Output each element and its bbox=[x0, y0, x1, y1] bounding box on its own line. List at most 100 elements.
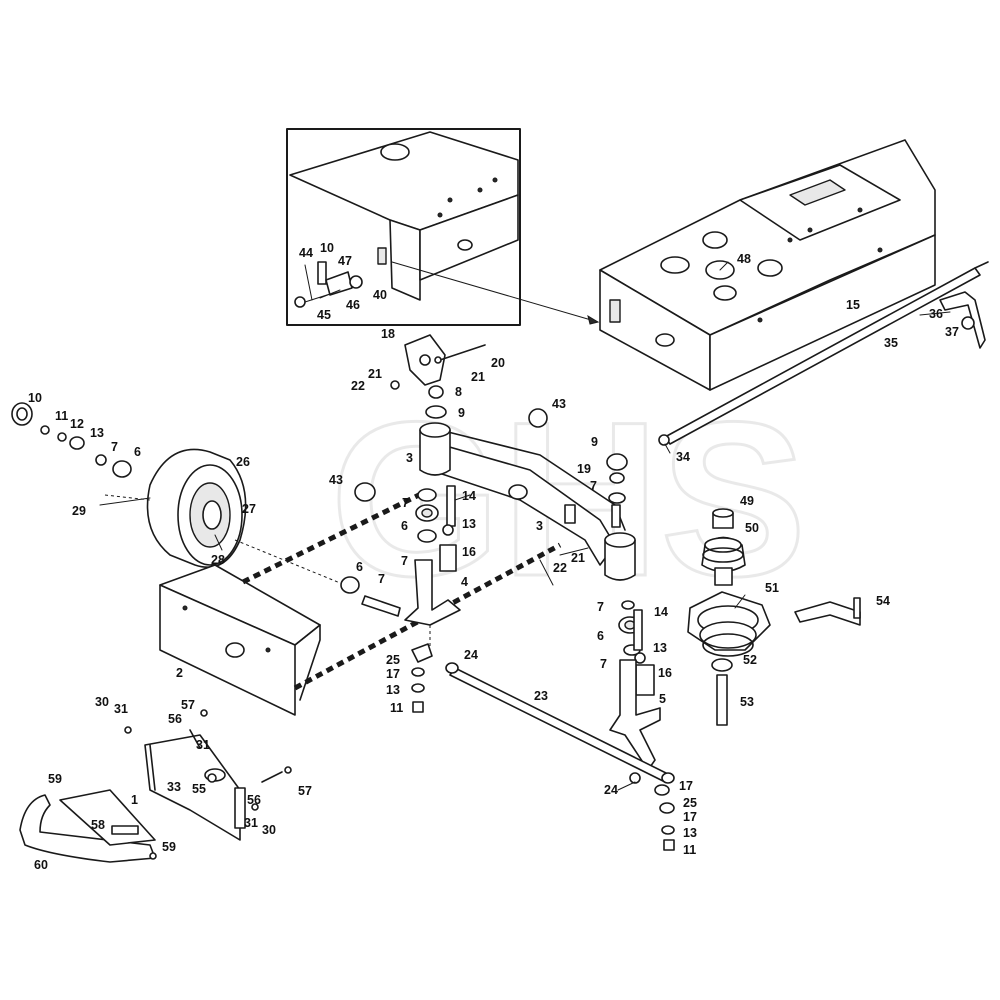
callout-30a: 30 bbox=[95, 695, 109, 709]
callout-25b: 25 bbox=[683, 796, 697, 810]
right-spindle-stack bbox=[606, 453, 675, 851]
bumper-60 bbox=[19, 789, 157, 863]
main-frame bbox=[599, 139, 936, 391]
callout-9a: 9 bbox=[458, 406, 465, 420]
guide-line-upper bbox=[241, 489, 427, 585]
callout-8: 8 bbox=[455, 385, 462, 399]
callout-60: 60 bbox=[34, 858, 48, 872]
callout-labels: 10 11 12 13 7 6 26 27 28 29 2 44 10 47 4… bbox=[28, 241, 959, 872]
callout-10a: 10 bbox=[28, 391, 42, 405]
callout-54: 54 bbox=[876, 594, 890, 608]
tie-rod-23 bbox=[445, 662, 675, 784]
callout-29: 29 bbox=[72, 504, 86, 518]
callout-43a: 43 bbox=[552, 397, 566, 411]
callout-17a: 17 bbox=[386, 667, 400, 681]
leader-lines bbox=[99, 261, 951, 791]
callout-7f: 7 bbox=[597, 600, 604, 614]
callout-57a: 57 bbox=[181, 698, 195, 712]
callout-6b: 6 bbox=[401, 519, 408, 533]
callout-26: 26 bbox=[236, 455, 250, 469]
inset-pointer bbox=[391, 261, 599, 323]
callout-51: 51 bbox=[765, 581, 779, 595]
callout-7c: 7 bbox=[401, 554, 408, 568]
callout-40: 40 bbox=[373, 288, 387, 302]
pivot-bracket-18 bbox=[390, 334, 486, 419]
callout-28: 28 bbox=[211, 553, 225, 567]
callout-50: 50 bbox=[745, 521, 759, 535]
callout-12: 12 bbox=[70, 417, 84, 431]
callout-31a: 31 bbox=[114, 702, 128, 716]
callout-36: 36 bbox=[929, 307, 943, 321]
callout-44: 44 bbox=[299, 246, 313, 260]
callout-11a: 11 bbox=[55, 409, 68, 423]
callout-27: 27 bbox=[242, 502, 256, 516]
callout-19: 19 bbox=[577, 462, 591, 476]
callout-11c: 11 bbox=[683, 843, 696, 857]
callout-56a: 56 bbox=[168, 712, 182, 726]
callout-34: 34 bbox=[676, 450, 690, 464]
bracket-2 bbox=[159, 564, 321, 716]
callout-7b: 7 bbox=[402, 496, 409, 510]
pulley-assembly bbox=[687, 508, 861, 726]
callout-35: 35 bbox=[884, 336, 898, 350]
callout-5: 5 bbox=[659, 692, 666, 706]
callout-22b: 22 bbox=[553, 561, 567, 575]
callout-58: 58 bbox=[91, 818, 105, 832]
callout-37: 37 bbox=[945, 325, 959, 339]
callout-47: 47 bbox=[338, 254, 352, 268]
callout-17b: 17 bbox=[679, 779, 693, 793]
callout-10b: 10 bbox=[320, 241, 334, 255]
callout-13d: 13 bbox=[386, 683, 400, 697]
inset-detail bbox=[286, 128, 521, 326]
callout-7g: 7 bbox=[600, 657, 607, 671]
callout-7e: 7 bbox=[590, 479, 597, 493]
callout-7d: 7 bbox=[378, 572, 385, 586]
callout-31b: 31 bbox=[196, 738, 210, 752]
callout-16a: 16 bbox=[462, 545, 476, 559]
callout-25a: 25 bbox=[386, 653, 400, 667]
callout-55: 55 bbox=[192, 782, 206, 796]
callout-9b: 9 bbox=[591, 435, 598, 449]
callout-11b: 11 bbox=[390, 701, 403, 715]
front-wheel bbox=[11, 402, 247, 568]
callout-56b: 56 bbox=[247, 793, 261, 807]
callout-57b: 57 bbox=[298, 784, 312, 798]
left-spindle-stack bbox=[340, 485, 461, 713]
callout-17c: 17 bbox=[683, 810, 697, 824]
callout-14a: 14 bbox=[462, 489, 476, 503]
callout-16b: 16 bbox=[658, 666, 672, 680]
steering-rod-35 bbox=[658, 261, 989, 446]
callout-13b: 13 bbox=[462, 517, 476, 531]
callout-21a: 21 bbox=[368, 367, 382, 381]
callout-52: 52 bbox=[743, 653, 757, 667]
callout-6c: 6 bbox=[356, 560, 363, 574]
callout-13a: 13 bbox=[90, 426, 104, 440]
callout-3a: 3 bbox=[406, 451, 413, 465]
callout-7a: 7 bbox=[111, 440, 118, 454]
callout-14b: 14 bbox=[654, 605, 668, 619]
callout-21c: 21 bbox=[571, 551, 585, 565]
callout-3b: 3 bbox=[536, 519, 543, 533]
callout-2: 2 bbox=[176, 666, 183, 680]
callout-1: 1 bbox=[131, 793, 138, 807]
front-bracket-1 bbox=[124, 709, 292, 841]
callout-21b: 21 bbox=[471, 370, 485, 384]
callout-6a: 6 bbox=[134, 445, 141, 459]
callout-18: 18 bbox=[381, 327, 395, 341]
callout-20: 20 bbox=[491, 356, 505, 370]
callout-24b: 24 bbox=[604, 783, 618, 797]
callout-15: 15 bbox=[846, 298, 860, 312]
callout-45: 45 bbox=[317, 308, 331, 322]
callout-24a: 24 bbox=[464, 648, 478, 662]
callout-6d: 6 bbox=[597, 629, 604, 643]
callout-23: 23 bbox=[534, 689, 548, 703]
callout-13e: 13 bbox=[683, 826, 697, 840]
callout-33: 33 bbox=[167, 780, 181, 794]
axle-3 bbox=[354, 408, 636, 581]
callout-49: 49 bbox=[740, 494, 754, 508]
callout-13c: 13 bbox=[653, 641, 667, 655]
callout-22a: 22 bbox=[351, 379, 365, 393]
callout-59b: 59 bbox=[162, 840, 176, 854]
callout-31c: 31 bbox=[244, 816, 258, 830]
